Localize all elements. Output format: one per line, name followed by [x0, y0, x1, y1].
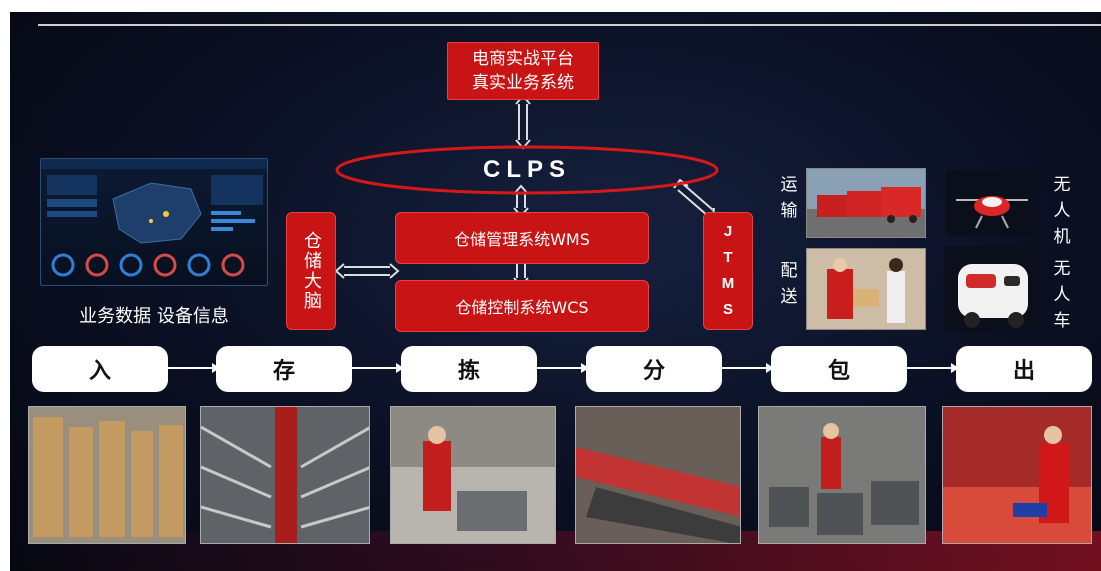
ecommerce-platform-box: 电商实战平台 真实业务系统 [447, 42, 599, 100]
jtms-letter-m: M [721, 275, 735, 292]
picking-operator-photo [390, 406, 556, 544]
wcs-box: 仓储控制系统WCS [395, 280, 649, 332]
wms-box: 仓储管理系统WMS [395, 212, 649, 264]
clps-jtms-double-arrow [673, 178, 715, 221]
drone-label: 无人机 [1053, 175, 1071, 247]
warehouse-brain-box: 仓储大脑 [286, 212, 336, 330]
packing-station-photo [758, 406, 926, 544]
courier-delivery-photo [806, 248, 926, 330]
step-outbound: 出 [956, 346, 1092, 392]
step-storage: 存 [216, 346, 352, 392]
dispatch-label: 配送 [780, 261, 798, 307]
process-flow-arrows [168, 363, 959, 373]
step-sorting: 分 [586, 346, 722, 392]
jtms-box: J T M S [703, 212, 753, 330]
jtms-letter-j: J [723, 223, 733, 240]
brain-system-double-arrow [334, 263, 400, 279]
dashboard-image [41, 159, 267, 277]
step-picking: 拣 [401, 346, 537, 392]
outbound-worker-photo [942, 406, 1092, 544]
transport-label: 运输 [780, 175, 798, 221]
drone-photo [946, 170, 1038, 236]
step-packing: 包 [771, 346, 907, 392]
jtms-letter-t: T [723, 249, 733, 266]
platform-line2: 真实业务系统 [472, 73, 574, 93]
sorting-conveyor-photo [575, 406, 741, 544]
clps-ellipse [335, 145, 719, 195]
unmanned-vehicle-photo [944, 246, 1040, 332]
jtms-letter-s: S [722, 301, 733, 318]
top-rule [38, 24, 1101, 26]
step-inbound: 入 [32, 346, 168, 392]
platform-line1: 电商实战平台 [472, 49, 574, 69]
clps-wms-double-arrow [513, 184, 529, 218]
platform-clps-double-arrow [515, 94, 531, 150]
dashboard-screenshot [40, 158, 268, 286]
truck-fleet-photo [806, 168, 926, 238]
slide-canvas: 电商实战平台 真实业务系统 CLPS 仓储管理系统WMS 仓储控制系统WCS 仓… [10, 12, 1101, 571]
connector-arrows [334, 94, 719, 288]
storage-shuttle-photo [200, 406, 370, 544]
inbound-warehouse-photo [28, 406, 186, 544]
unmanned-vehicle-label: 无人车 [1053, 259, 1071, 331]
clps-label: CLPS [482, 156, 571, 183]
dashboard-caption: 业务数据 设备信息 [79, 306, 229, 327]
